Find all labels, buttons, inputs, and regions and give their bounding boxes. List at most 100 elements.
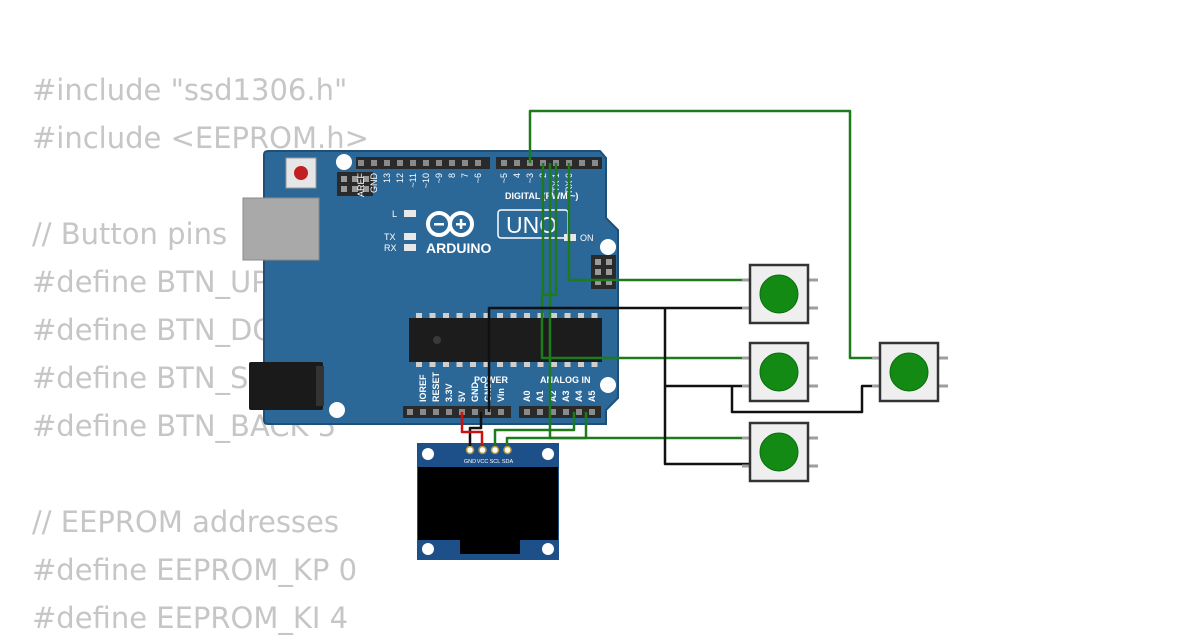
- digital-pin-label: ~5: [499, 173, 509, 183]
- pin-hole: [550, 409, 556, 415]
- chip-pin: [551, 313, 557, 318]
- reset-button[interactable]: [285, 157, 317, 189]
- oled-pin-label: SDA: [502, 459, 514, 465]
- pin-hole: [449, 160, 455, 166]
- chip-pin: [497, 362, 503, 367]
- chip-pin: [564, 313, 571, 318]
- button-leg: [742, 306, 752, 310]
- bottom-pin-holes: [407, 409, 595, 415]
- button-cap[interactable]: [759, 352, 799, 392]
- pin-hole: [576, 409, 582, 415]
- wire-black: [468, 412, 483, 446]
- chip-pin: [537, 362, 544, 367]
- wire-green: [567, 163, 750, 282]
- button-leg: [938, 356, 948, 360]
- button-leg: [742, 436, 752, 440]
- pin-hole: [475, 160, 481, 166]
- push-button[interactable]: [742, 263, 818, 325]
- pin-hole: [446, 409, 452, 415]
- button-leg: [742, 464, 752, 468]
- digital-pin-label: ~6: [473, 173, 483, 183]
- chip-pin: [510, 362, 517, 367]
- power-pin-label: GND: [470, 382, 480, 403]
- code-line: #include "ssd1306.h": [32, 73, 348, 107]
- button-leg: [808, 464, 818, 468]
- pin-hole: [358, 160, 364, 166]
- digital-pin-label: 13: [382, 173, 392, 183]
- button-leg: [938, 384, 948, 388]
- pin-hole: [579, 160, 585, 166]
- oled-mounting-hole: [422, 448, 434, 460]
- chip-pin: [578, 362, 584, 367]
- code-line: // EEPROM addresses: [32, 505, 339, 539]
- power-jack-edge: [316, 366, 324, 406]
- button-leg: [872, 356, 882, 360]
- chip-pin: [416, 313, 422, 318]
- button-leg: [808, 384, 818, 388]
- wire-green: [493, 412, 576, 446]
- pin-hole: [436, 160, 442, 166]
- pin-hole: [407, 409, 413, 415]
- digital-pin-label: GND: [369, 173, 379, 194]
- chip-pin: [470, 362, 476, 367]
- chip-pin: [591, 313, 598, 318]
- pin-hole: [589, 409, 595, 415]
- oled-pin: [490, 445, 500, 455]
- digital-pin-label: ~9: [434, 173, 444, 183]
- pin-hole: [420, 409, 426, 415]
- chip-pin: [551, 362, 557, 367]
- analog-pin-label: A0: [522, 390, 532, 402]
- oled-pin-label: VCC: [477, 459, 489, 465]
- chip-pin: [591, 362, 598, 367]
- chip-pin: [456, 313, 463, 318]
- digital-pin-label: ~10: [421, 173, 431, 188]
- push-button[interactable]: [872, 341, 948, 403]
- push-button[interactable]: [742, 421, 818, 483]
- button-cap[interactable]: [759, 432, 799, 472]
- wire-red: [460, 412, 484, 446]
- chip-pin: [416, 362, 422, 367]
- digital-pin-label: 12: [395, 173, 405, 183]
- pin-hole: [433, 409, 439, 415]
- chip-pin: [429, 362, 436, 367]
- analog-pin-label: A5: [587, 390, 597, 402]
- led-l: [404, 210, 416, 217]
- pin-hole: [592, 160, 598, 166]
- led-l-label: L: [392, 209, 397, 219]
- push-button[interactable]: [742, 341, 818, 403]
- wires: [460, 109, 880, 466]
- mounting-hole: [329, 402, 345, 418]
- pin-hole: [537, 409, 543, 415]
- button-leg: [742, 278, 752, 282]
- chip-pin: [483, 362, 490, 367]
- power-pin-label: 3.3V: [444, 383, 454, 402]
- push-buttons: [742, 263, 948, 483]
- code-line: #include <EEPROM.h>: [32, 121, 369, 155]
- oled-mounting-hole: [542, 448, 554, 460]
- pin-hole: [423, 160, 429, 166]
- button-cap[interactable]: [889, 352, 929, 392]
- on-label: ON: [580, 233, 594, 243]
- chip-pin: [564, 362, 571, 367]
- power-pin-label: IOREF: [418, 374, 428, 402]
- oled-pins: [465, 445, 512, 455]
- chip-pin: [429, 313, 436, 318]
- pin-hole: [524, 409, 530, 415]
- button-leg: [808, 356, 818, 360]
- pin-hole: [384, 160, 390, 166]
- button-cap[interactable]: [759, 274, 799, 314]
- chip-pin: [443, 313, 449, 318]
- oled-pin-label: SCL: [490, 459, 501, 465]
- wire-black: [487, 306, 750, 412]
- chip-pin: [456, 362, 463, 367]
- analog-pin-label: A2: [548, 390, 558, 402]
- pin-hole: [501, 160, 507, 166]
- chip-pin: [524, 362, 530, 367]
- chip-pin: [470, 313, 476, 318]
- chip-pin: [578, 313, 584, 318]
- digital-pin-label: 4: [512, 173, 522, 178]
